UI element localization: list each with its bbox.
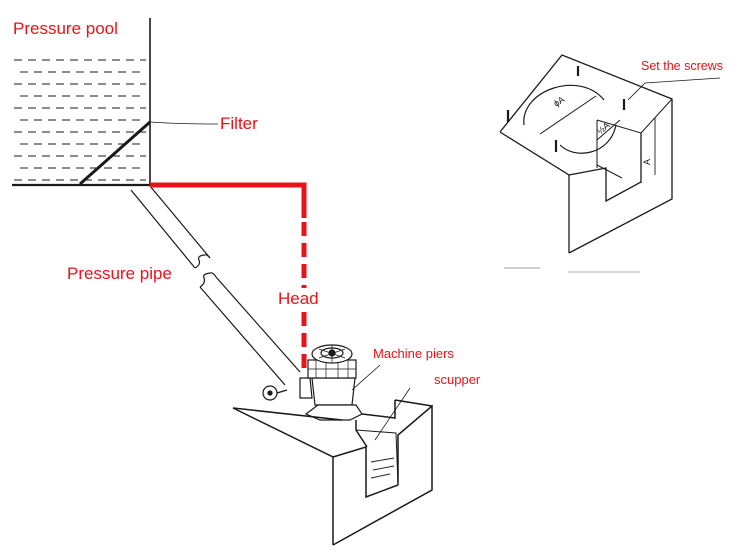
head-indicator bbox=[150, 182, 307, 372]
detail-drawing bbox=[499, 54, 721, 273]
turbine bbox=[299, 344, 363, 421]
screws bbox=[506, 66, 626, 152]
scupper-water bbox=[370, 457, 395, 479]
machine-piers-leader bbox=[351, 364, 381, 391]
valve-wheel bbox=[262, 385, 288, 401]
half-dimension-line bbox=[596, 119, 621, 141]
pressure-pool bbox=[12, 18, 219, 187]
pressure-pool-label: Pressure pool bbox=[13, 19, 118, 38]
set-the-screws-label: Set the screws bbox=[641, 59, 723, 73]
screws-leader bbox=[627, 77, 721, 101]
diameter-line bbox=[539, 95, 597, 135]
head-solid-line bbox=[150, 182, 307, 218]
filter-leader bbox=[149, 121, 219, 125]
pressure-pipe-label: Pressure pipe bbox=[67, 264, 172, 283]
machine-piers-label: Machine piers bbox=[373, 346, 454, 361]
filter-screen bbox=[79, 120, 151, 186]
depth-mark: A bbox=[642, 159, 652, 165]
diameter-mark: ϕA bbox=[552, 94, 567, 108]
water-hatching bbox=[14, 59, 146, 181]
foundation-block bbox=[232, 364, 433, 546]
filter-label: Filter bbox=[220, 114, 258, 133]
head-label: Head bbox=[278, 289, 319, 308]
block-top-left-edge bbox=[232, 407, 343, 421]
scupper-label: scupper bbox=[434, 372, 481, 387]
scupper-leader bbox=[374, 387, 411, 441]
pressure-pipe bbox=[130, 185, 301, 386]
